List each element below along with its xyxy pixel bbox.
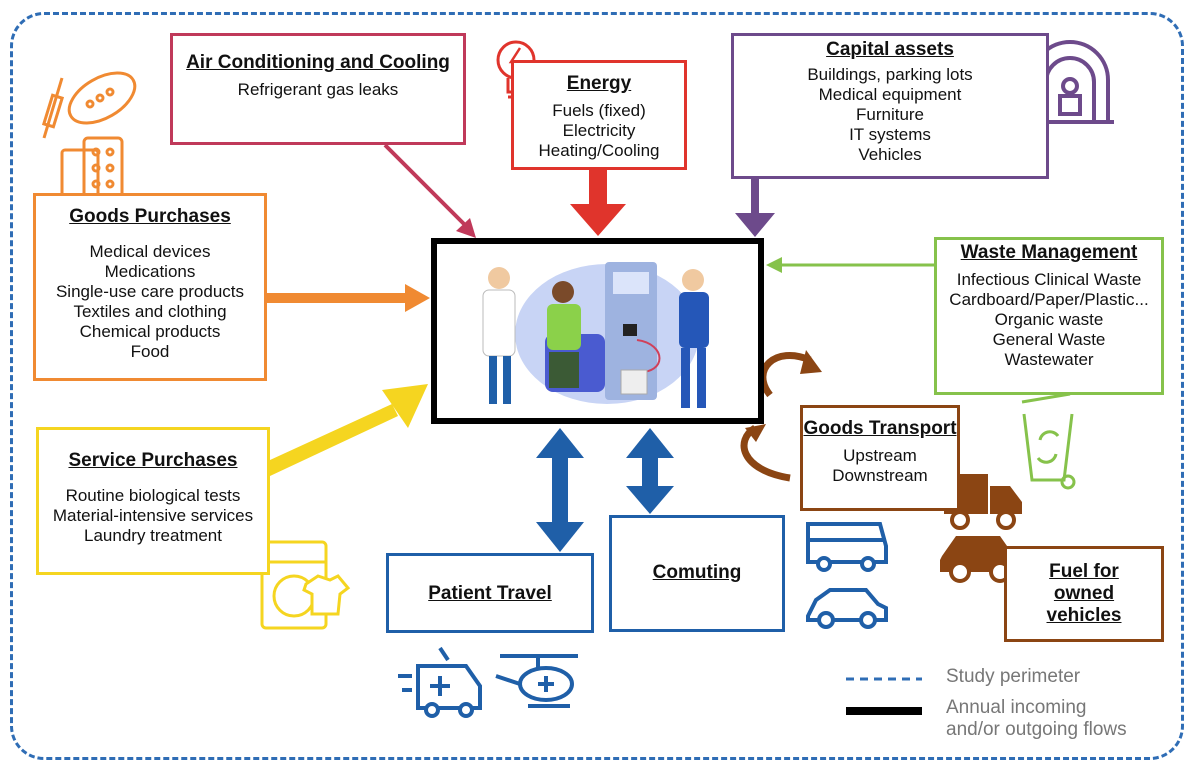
capital-title: Capital assets (826, 39, 954, 60)
waste-line: Cardboard/Paper/Plastic... (949, 290, 1149, 309)
patient-travel-box: Patient Travel (386, 553, 594, 633)
goods-title: Goods Purchases (69, 206, 231, 227)
capital-arrow (735, 179, 775, 237)
goods-arrow (267, 284, 430, 312)
waste-title: Waste Management (960, 242, 1138, 263)
syringe-pills-icon (41, 71, 137, 202)
service-title: Service Purchases (68, 450, 238, 471)
energy-line: Heating/Cooling (538, 141, 660, 160)
waste-line: Infectious Clinical Waste (956, 270, 1142, 289)
goods-line: Food (130, 342, 170, 361)
transport-line: Downstream (832, 466, 928, 485)
recycle-bin-icon (1021, 392, 1076, 490)
service-arrow (270, 384, 428, 476)
helicopter-icon (495, 654, 578, 708)
capital-line: Medical equipment (818, 85, 962, 104)
waste-line: Wastewater (1004, 350, 1094, 369)
goods-transport-box: Goods Transport Upstream Downstream (800, 405, 960, 511)
fuel-title-line: vehicles (1046, 605, 1122, 626)
legend-flows-label-2: and/or outgoing flows (946, 719, 1127, 740)
comuting-title: Comuting (652, 562, 742, 583)
capital-line: Buildings, parking lots (807, 65, 973, 84)
ac-arrow (383, 143, 476, 238)
ac-title: Air Conditioning and Cooling (186, 52, 450, 73)
dialysis-scene-illustration (482, 262, 709, 408)
patient-title: Patient Travel (428, 583, 552, 604)
study-perimeter (10, 12, 1184, 760)
goods-line: Medications (104, 262, 196, 281)
capital-line: Vehicles (858, 145, 922, 164)
energy-line: Fuels (fixed) (552, 101, 646, 120)
capital-line: IT systems (849, 125, 931, 144)
transport-line: Upstream (843, 446, 917, 465)
goods-line: Single-use care products (55, 282, 245, 301)
fuel-owned-vehicles-box: Fuel for owned vehicles (1004, 546, 1164, 642)
waste-arrow (766, 257, 934, 273)
service-line: Laundry treatment (84, 526, 222, 545)
comuting-arrow (626, 428, 674, 514)
waste-management-box: Waste Management Infectious Clinical Was… (934, 237, 1164, 395)
legend-perimeter-label: Study perimeter (946, 666, 1081, 687)
washing-machine-icon (260, 540, 351, 630)
energy-arrow (570, 170, 626, 236)
energy-title: Energy (566, 73, 632, 94)
legend-flows-label-1: Annual incoming (946, 697, 1087, 718)
goods-purchases-box: Goods Purchases Medical devices Medicati… (33, 193, 267, 381)
service-line: Material-intensive services (52, 506, 254, 525)
capital-line: Furniture (855, 105, 925, 124)
waste-line: Organic waste (994, 310, 1104, 329)
waste-line: General Waste (992, 330, 1106, 349)
car-icon (940, 536, 1020, 583)
car-blue-icon (806, 588, 888, 629)
patient-travel-arrow (536, 428, 584, 552)
goods-line: Chemical products (79, 322, 221, 341)
fuel-title-line: Fuel for (1049, 561, 1119, 582)
ac-line: Refrigerant gas leaks (237, 80, 399, 99)
comuting-box: Comuting (609, 515, 785, 632)
capital-assets-box: Capital assets Buildings, parking lots M… (731, 33, 1049, 179)
fuel-title-line: owned (1053, 583, 1115, 604)
ambulance-icon (398, 646, 482, 718)
energy-line: Electricity (562, 121, 636, 140)
central-facility-box (431, 238, 764, 424)
service-purchases-box: Service Purchases Routine biological tes… (36, 427, 270, 575)
energy-box: Energy Fuels (fixed) Electricity Heating… (511, 60, 687, 170)
transport-title: Goods Transport (803, 418, 957, 439)
bus-icon (806, 522, 888, 572)
goods-line: Textiles and clothing (73, 302, 227, 321)
goods-line: Medical devices (89, 242, 211, 261)
air-conditioning-box: Air Conditioning and Cooling Refrigerant… (170, 33, 466, 145)
service-line: Routine biological tests (65, 486, 241, 505)
